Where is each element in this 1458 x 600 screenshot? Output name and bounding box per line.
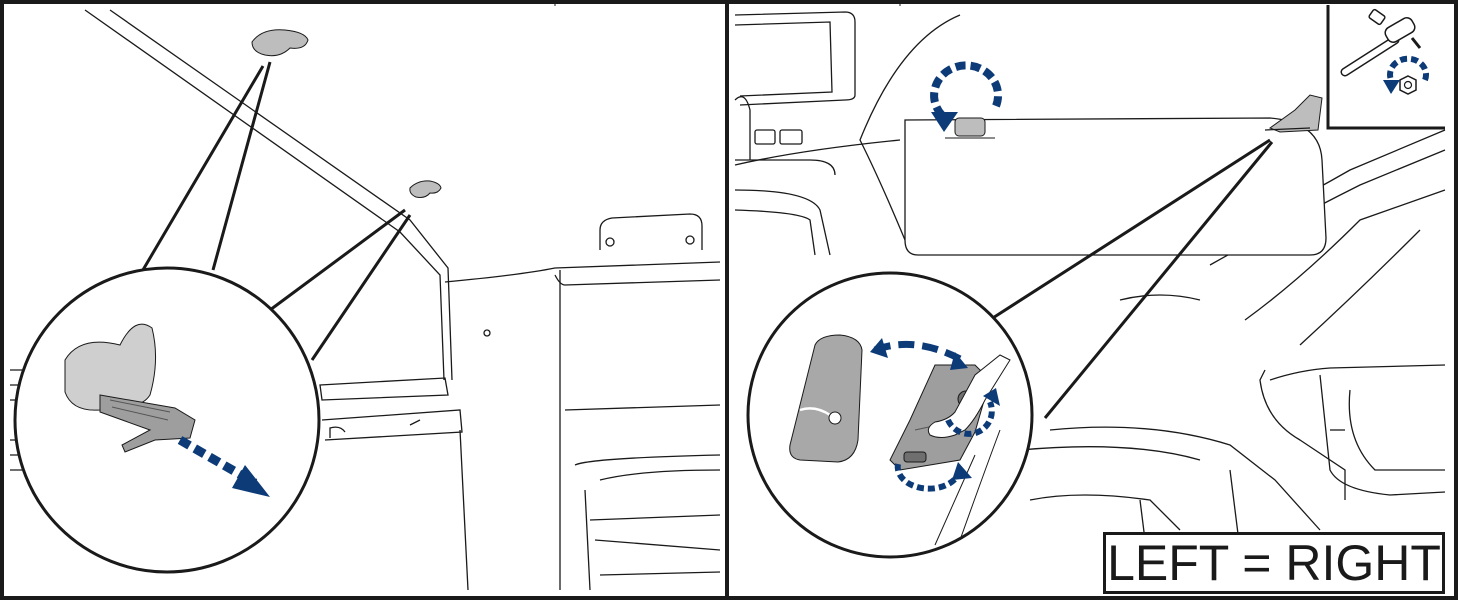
left-callout xyxy=(15,62,410,572)
clip-part-icon xyxy=(252,30,441,198)
ratchet-wrench-icon xyxy=(1345,9,1420,72)
nut-icon xyxy=(1400,76,1416,94)
side-label-box: LEFT = RIGHT xyxy=(1103,532,1445,594)
tool-inset xyxy=(1328,5,1445,128)
side-label: LEFT = RIGHT xyxy=(1107,538,1441,588)
sun-visor xyxy=(905,95,1326,255)
